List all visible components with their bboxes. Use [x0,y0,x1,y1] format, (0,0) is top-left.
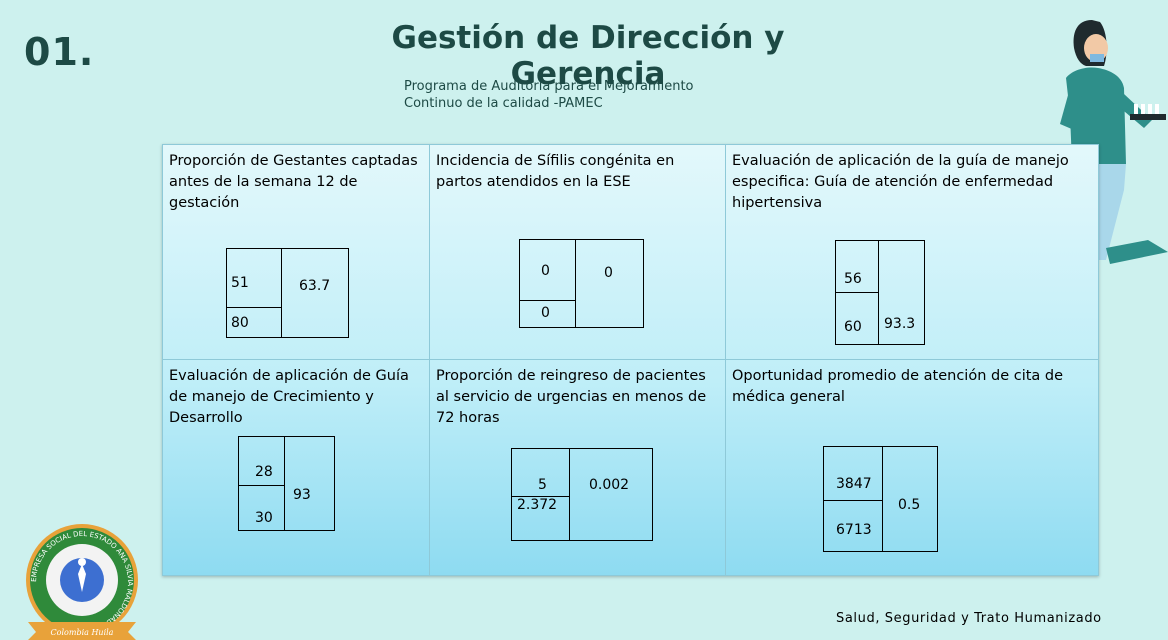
footer-slogan: Salud, Seguridad y Trato Humanizado [836,611,1102,626]
indicator-box: 5 2.372 0.002 [511,448,653,541]
indicator-box: 28 30 93 [238,436,335,531]
hospital-seal-logo: EMPRESA SOCIAL DEL ESTADO ANA SILVIA MAL… [26,524,138,640]
indicator-box: 3847 6713 0.5 [823,446,938,552]
indicator-title: Incidencia de Sífilis congénita en parto… [436,153,675,190]
indicator-denominator: 80 [231,315,249,331]
indicator-cell: Evaluación de aplicación de Guía de mane… [163,360,429,575]
indicator-numerator: 0 [541,263,550,279]
indicator-result: 93.3 [884,316,916,332]
indicator-box: 0 0 0 [519,239,644,328]
indicator-title: Oportunidad promedio de atención de cita… [732,368,1064,405]
slide-number: 01. [24,30,95,74]
subtitle-line-2: Continuo de la calidad -PAMEC [404,96,603,111]
indicator-title: Evaluación de aplicación de la guía de m… [732,153,1069,211]
indicator-numerator: 28 [255,464,273,480]
indicator-box: 56 60 93.3 [835,240,925,345]
subtitle: Programa de Auditoria para el Mejoramien… [404,78,694,112]
indicator-title: Proporción de Gestantes captadas antes d… [169,153,418,211]
indicator-title: Evaluación de aplicación de Guía de mane… [169,368,409,426]
indicator-denominator: 6713 [836,522,872,538]
indicator-result: 63.7 [299,278,331,294]
indicator-result: 0.5 [898,497,921,513]
indicator-box: 51 80 63.7 [226,248,349,338]
indicator-cell: Proporción de Gestantes captadas antes d… [163,145,429,359]
grid-divider [429,145,430,575]
indicator-result: 93 [293,487,311,503]
indicator-title: Proporción de reingreso de pacientes al … [436,368,707,426]
indicator-cell: Proporción de reingreso de pacientes al … [430,360,725,575]
indicator-denominator: 0 [541,305,550,321]
indicator-result: 0.002 [589,477,630,493]
indicator-numerator: 3847 [836,476,872,492]
indicator-denominator: 2.372 [517,497,558,513]
indicator-result: 0 [604,265,613,281]
page-title: Gestión de Dirección y Gerencia [391,20,785,92]
indicator-denominator: 60 [844,319,862,335]
indicator-cell: Incidencia de Sífilis congénita en parto… [430,145,725,359]
indicator-cell: Oportunidad promedio de atención de cita… [726,360,1098,575]
grid-divider [725,145,726,575]
grid-divider [163,359,1098,360]
seal-ribbon-text: Colombia Huila [51,628,114,637]
subtitle-line-1: Programa de Auditoria para el Mejoramien… [404,79,694,94]
indicator-numerator: 51 [231,275,249,291]
indicator-numerator: 5 [538,477,547,493]
indicators-grid: Proporción de Gestantes captadas antes d… [162,144,1099,576]
indicator-cell: Evaluación de aplicación de la guía de m… [726,145,1098,359]
indicator-numerator: 56 [844,271,862,287]
indicator-denominator: 30 [255,510,273,526]
